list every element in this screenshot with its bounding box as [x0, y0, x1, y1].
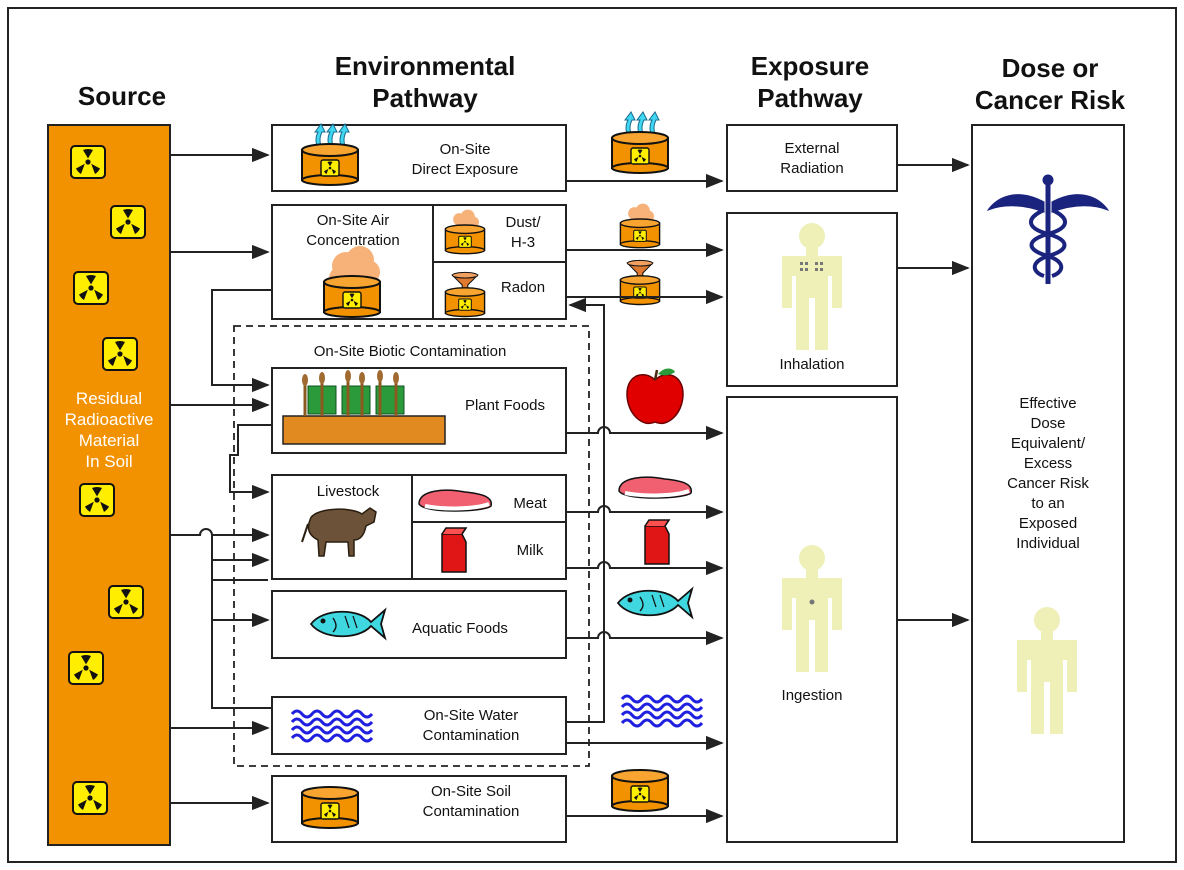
header-line: Exposure [750, 51, 870, 81]
drum-icon [324, 246, 380, 317]
source-label-line: In Soil [85, 452, 133, 471]
flow-arrows [170, 147, 970, 824]
header-line: Environmental [334, 51, 516, 81]
external-radiation-box [726, 124, 898, 192]
aquatic-foods-label: Aquatic Foods [412, 620, 508, 637]
dose-line: to an [1031, 495, 1065, 512]
biotic-contamination-label: On-Site Biotic Contamination [313, 343, 507, 360]
apple-icon [626, 368, 684, 425]
header-line: Pathway [757, 83, 863, 113]
drum-icon [612, 770, 668, 811]
air-concentration-label: On-Site Air Concentration [276, 211, 430, 251]
dust-label: Dust/ H-3 [488, 213, 558, 253]
dose-line: Dose [1030, 415, 1066, 432]
radiation-icon [72, 781, 108, 815]
water-contamination-box [271, 696, 567, 755]
header-source: Source [77, 81, 167, 111]
soil-contamination-label: On-Site Soil Contamination [388, 782, 554, 822]
source-label-line: Radioactive [64, 410, 154, 429]
dose-line: Exposed [1018, 515, 1078, 532]
source-label: Residual Radioactive Material In Soil [52, 388, 166, 472]
livestock-label: Livestock [316, 483, 380, 500]
source-label-line: Material [78, 431, 140, 450]
water-contamination-label: On-Site Water Contamination [388, 706, 554, 746]
dose-line: Effective [1019, 395, 1077, 412]
header-exposure-pathway: Exposure Pathway [715, 50, 905, 114]
direct-exposure-label: On-Site Direct Exposure [375, 140, 555, 180]
dose-line: Individual [1016, 535, 1080, 552]
header-line: Dose or [1001, 53, 1099, 83]
radiation-icon [70, 145, 106, 179]
header-dose-or-cancer-risk: Dose or Cancer Risk [960, 52, 1140, 116]
label-line: On-Site Air [316, 212, 390, 229]
caduceus-icon [986, 174, 1110, 284]
label-line: Contamination [422, 803, 520, 820]
inhalation-label: Inhalation [779, 356, 845, 373]
source-label-line: Residual [75, 389, 143, 408]
label-line: H-3 [510, 234, 536, 251]
external-radiation-label: External Radiation [730, 139, 894, 179]
radiation-icon [68, 651, 104, 685]
label-line: Radiation [780, 160, 844, 177]
ingestion-label: Ingestion [781, 687, 843, 704]
label-line: Dust/ [505, 214, 541, 231]
label-line: Contamination [422, 727, 520, 744]
dose-line: Cancer Risk [1007, 475, 1089, 492]
label-line: External [784, 140, 840, 157]
label-line: Direct Exposure [411, 161, 519, 178]
plant-foods-label: Plant Foods [464, 397, 546, 414]
biotic-contamination-group [233, 325, 590, 767]
radiation-icon [73, 271, 109, 305]
mouth-marks [800, 262, 823, 271]
dose-line: Equivalent/ [1010, 435, 1086, 452]
meat-label: Meat [513, 495, 547, 512]
dose-line: Excess [1023, 455, 1073, 472]
label-line: On-Site Soil [430, 783, 512, 800]
radiation-icon [110, 205, 146, 239]
radiation-icon [79, 483, 115, 517]
plant-icon [282, 370, 446, 445]
radiation-icon [108, 585, 144, 619]
dose-box [971, 124, 1125, 843]
header-environmental-pathway: Environmental Pathway [300, 50, 550, 114]
label-line: On-Site [439, 141, 491, 158]
milk-carton-icon [441, 527, 467, 573]
label-line: On-Site Water [423, 707, 519, 724]
milk-carton-icon [644, 519, 670, 565]
radiation-icon [102, 337, 138, 371]
milk-label: Milk [516, 542, 544, 559]
dose-description: Effective Dose Equivalent/ Excess Cancer… [976, 394, 1120, 554]
label-line: Concentration [306, 232, 400, 249]
cow-icon [301, 507, 377, 557]
header-line: Pathway [372, 83, 478, 113]
header-line: Cancer Risk [974, 85, 1126, 115]
radon-label: Radon [500, 279, 546, 296]
drum-icon [302, 787, 358, 828]
